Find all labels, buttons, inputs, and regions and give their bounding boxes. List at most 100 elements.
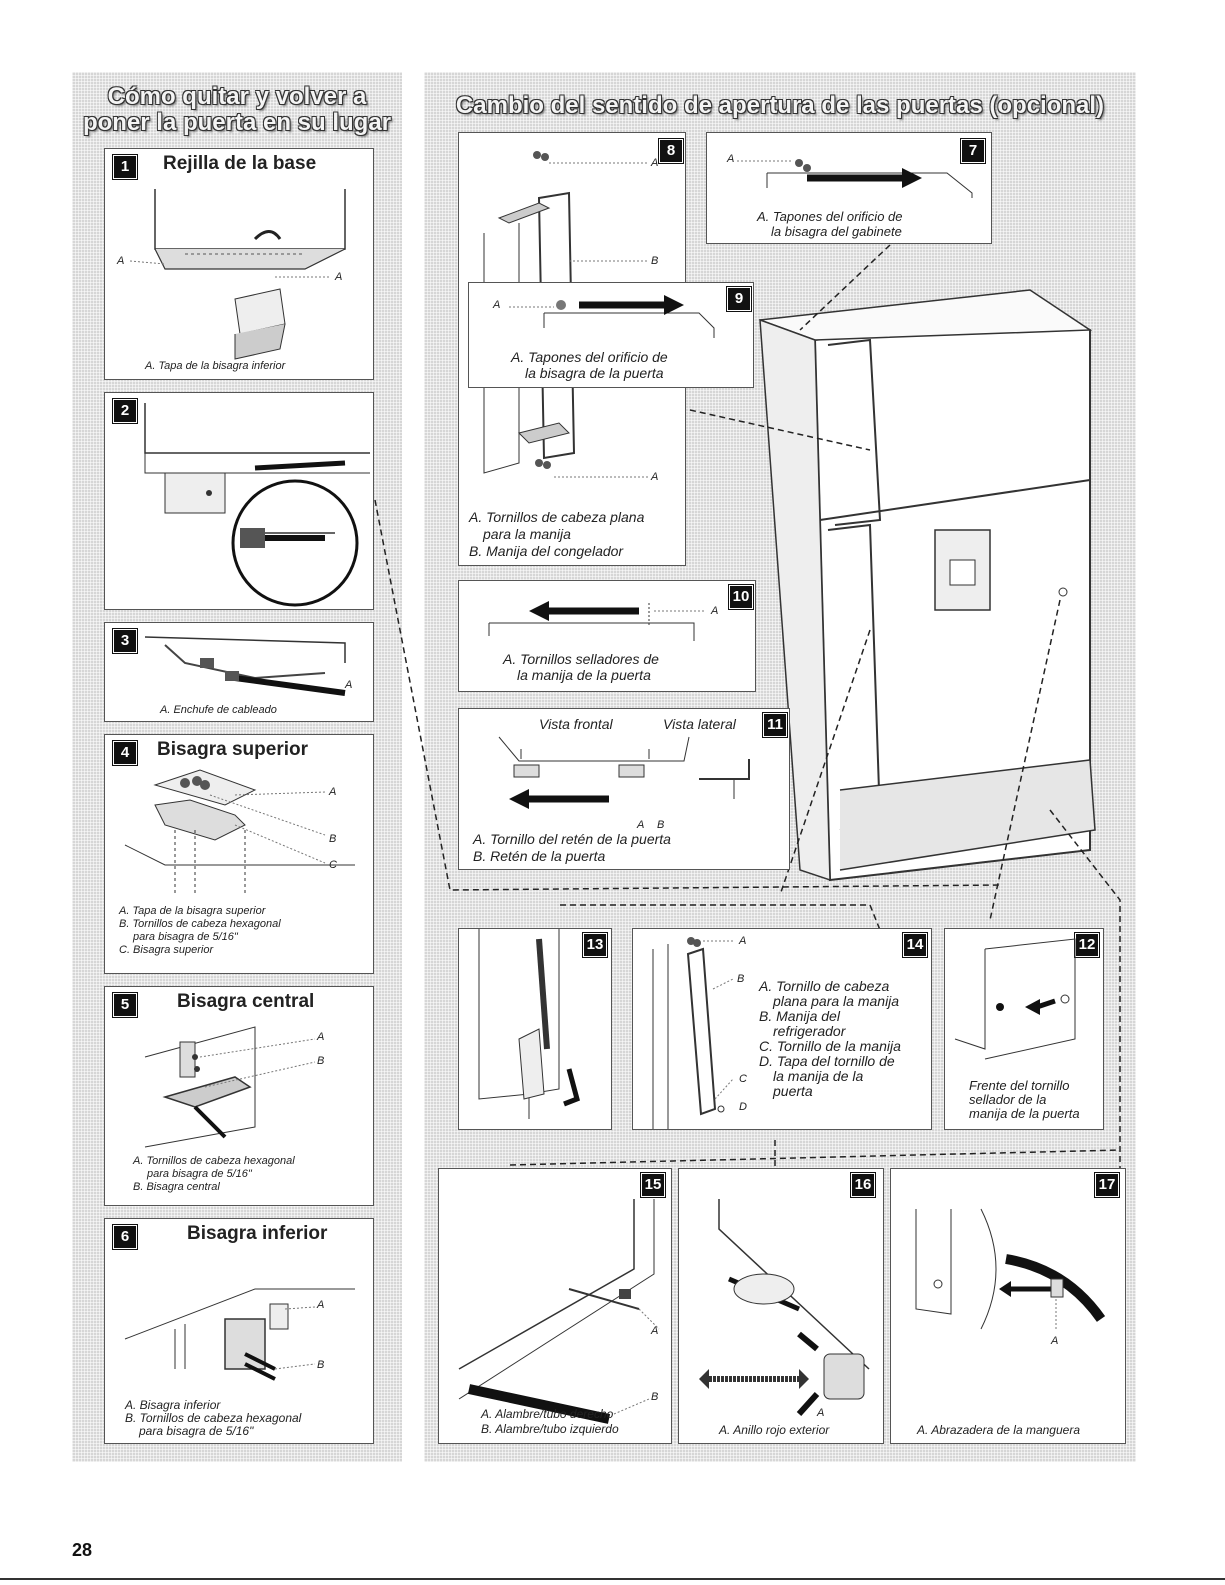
label-a: A — [651, 471, 659, 483]
refrigerator-handle-illustration — [652, 937, 734, 1129]
step-number: 1 — [112, 154, 138, 180]
bottom-hinge-illustration — [124, 1288, 355, 1381]
step-number: 3 — [112, 628, 138, 654]
cabinet-hinge-plugs-illustration — [737, 159, 973, 198]
label-b: B — [737, 973, 745, 985]
label-b: B — [317, 1055, 325, 1067]
step-number: 13 — [582, 932, 608, 958]
step-caption: A. Abrazadera de la manguera — [917, 1423, 1080, 1437]
label-a: A — [739, 935, 747, 947]
label-b: B — [329, 833, 337, 845]
step-caption: A. Tornillos de cabeza hexagonal para bi… — [133, 1155, 295, 1193]
label-a: A — [727, 153, 735, 165]
base-grille-illustration — [129, 189, 346, 360]
step-number: 2 — [112, 398, 138, 424]
step-7-panel: 7 A A. Tapones del orificio de la bisagr… — [706, 132, 992, 244]
label-a: A — [329, 786, 337, 798]
step-caption: A. Tornillos de cabeza plana para la man… — [469, 509, 645, 559]
label-a: A — [317, 1299, 325, 1311]
step-number: 7 — [960, 138, 986, 164]
step-number: 11 — [762, 712, 788, 738]
step-number: 4 — [112, 740, 138, 766]
step-11-panel: 11 Vista frontal Vista lateral A B A. To… — [458, 708, 790, 870]
step-title: Bisagra central — [177, 991, 315, 1012]
wire-tube-illustration — [458, 1199, 660, 1424]
handle-removal-illustration — [478, 929, 580, 1119]
outer-red-ring-illustration — [699, 1199, 870, 1417]
step-caption: A. Tapones del orificio de la bisagra de… — [511, 349, 668, 381]
label-a: A — [637, 819, 645, 831]
front-view-label: Vista frontal — [539, 716, 613, 732]
step-4-panel: 4 Bisagra superior A B C A. Tapa de la b… — [104, 734, 374, 974]
wiring-illustration — [144, 403, 370, 607]
label-d: D — [739, 1101, 747, 1113]
door-stop-illustration — [498, 736, 750, 809]
step-number: 17 — [1094, 1172, 1120, 1198]
sealing-screw-illustration — [954, 938, 1076, 1060]
step-number: 9 — [726, 286, 752, 312]
door-hinge-plugs-illustration — [509, 295, 715, 338]
step-2-panel: 2 — [104, 392, 374, 610]
label-b: B — [657, 819, 665, 831]
step-number: 6 — [112, 1224, 138, 1250]
step-12-panel: 12 Frente del tornillo sellador de la ma… — [944, 928, 1104, 1130]
step-number: 10 — [728, 584, 754, 610]
step-caption: A. Anillo rojo exterior — [719, 1423, 830, 1437]
step-6-panel: 6 Bisagra inferior A B A. Bisagra inferi… — [104, 1218, 374, 1444]
page-number: 28 — [72, 1540, 93, 1560]
hose-clamp-illustration — [915, 1208, 1106, 1330]
label-b: B — [317, 1359, 325, 1371]
label-c: C — [739, 1073, 747, 1085]
step-caption: A. Tapones del orificio de la bisagra de… — [757, 209, 903, 239]
side-view-label: Vista lateral — [663, 716, 736, 732]
step-14-panel: 14 A B C D A. Tornillo de cabeza plana p… — [632, 928, 932, 1130]
center-hinge-illustration — [144, 1026, 316, 1148]
footer-rule — [0, 1578, 1225, 1580]
label-a: A — [335, 271, 343, 283]
step-number: 14 — [902, 932, 928, 958]
wiring-plug-illustration — [144, 636, 346, 696]
step-16-panel: 16 A A. Anillo rojo exterior — [678, 1168, 884, 1444]
step-3-panel: 3 A A. Enchufe de cableado — [104, 622, 374, 722]
label-a: A — [711, 605, 719, 617]
handle-sealing-screws-illustration — [488, 601, 704, 641]
step-number: 16 — [850, 1172, 876, 1198]
label-a: A — [817, 1407, 825, 1419]
label-b: B — [651, 255, 659, 267]
step-caption: A. Enchufe de cableado — [160, 704, 277, 716]
label-c: C — [329, 859, 337, 871]
label-a: A — [1051, 1335, 1059, 1347]
step-caption: A. Tornillo de cabeza plana para la mani… — [759, 978, 901, 1099]
top-hinge-illustration — [124, 769, 355, 895]
label-a: A — [651, 1325, 659, 1337]
right-title: Cambio del sentido de apertura de las pu… — [455, 92, 1105, 119]
label-b: B — [651, 1391, 659, 1403]
step-caption: A. Tapa de la bisagra inferior — [145, 360, 286, 372]
label-a: A — [345, 679, 353, 691]
step-1-panel: 1 Rejilla de la base A A A. Tapa de la b… — [104, 148, 374, 380]
step-13-panel: 13 — [458, 928, 612, 1130]
step-caption: A. Tornillos selladores de la manija de … — [503, 651, 659, 683]
step-number: 8 — [658, 138, 684, 164]
step-title: Rejilla de la base — [163, 153, 317, 174]
step-17-panel: 17 A A. Abrazadera de la manguera — [890, 1168, 1126, 1444]
label-a: A — [317, 1031, 325, 1043]
label-a: A — [651, 157, 659, 169]
step-title: Bisagra superior — [157, 739, 308, 760]
step-caption: A. Bisagra inferior B. Tornillos de cabe… — [125, 1398, 302, 1438]
step-10-panel: 10 A A. Tornillos selladores de la manij… — [458, 580, 756, 692]
step-15-panel: 15 A B A. Alambre/tubo derecho B. Alambr… — [438, 1168, 672, 1444]
step-title: Bisagra inferior — [187, 1223, 328, 1244]
step-5-panel: 5 Bisagra central A B A. Tornillos de ca… — [104, 986, 374, 1206]
step-9-panel: 9 A A. Tapones del orificio de la bisagr… — [468, 282, 754, 388]
label-a: A — [117, 255, 125, 267]
step-number: 5 — [112, 992, 138, 1018]
label-a: A — [493, 299, 501, 311]
left-title: Cómo quitar y volver a poner la puerta e… — [82, 83, 392, 136]
step-caption: A. Tornillo del retén de la puerta B. Re… — [473, 831, 671, 864]
step-caption: A. Tapa de la bisagra superior B. Tornil… — [119, 905, 281, 956]
step-caption: A. Alambre/tubo derecho B. Alambre/tubo … — [481, 1407, 619, 1436]
step-caption: Frente del tornillo sellador de la manij… — [969, 1078, 1080, 1121]
step-number: 15 — [640, 1172, 666, 1198]
